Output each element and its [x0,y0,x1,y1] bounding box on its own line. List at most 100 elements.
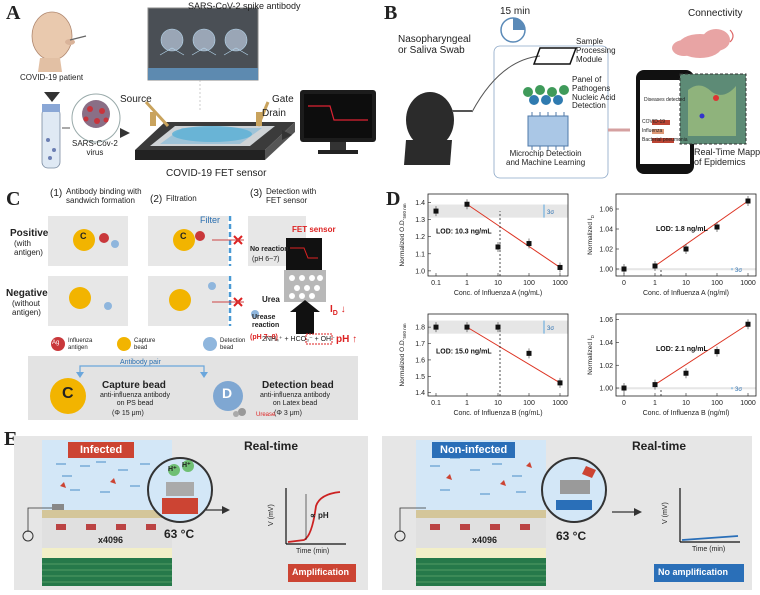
y-tick-label: 1.02 [599,247,613,254]
panel-label-b: B [384,2,398,24]
c-mark-2: C [180,231,187,241]
lod-label: LOD: 15.0 ng/mL [436,348,492,355]
temp-left: 63 °C [164,527,195,541]
x-tick-label: 10 [494,400,502,407]
x-tick-label: 10 [682,400,690,407]
legend-detection: Detection bead [220,338,246,351]
lod-label: LOD: 1.8 ng/mL [656,226,708,233]
urease-label: Urease [256,412,276,418]
ag-label: Ag [52,340,60,346]
real-time-label-right: Real-time [632,439,687,453]
step3-text: Detection with FET sensor [266,187,317,205]
h-plus-2: H⁺ [182,462,191,469]
sensor-label: COVID-19 FET sensor [166,168,267,179]
panel-a-illustration [31,7,376,169]
positive-label: Positive [10,228,49,239]
detection-size: (Φ 3 μm) [274,410,302,417]
legend-antigen: Influenza antigen [68,338,93,351]
gate-label: Gate [272,94,294,105]
y-tick-label: 1.02 [599,363,613,370]
temp-right: 63 °C [556,529,587,543]
real-time-label-left: Real-time [244,439,299,453]
y-tick-label: 1.06 [599,317,613,324]
y-tick-label: 1.00 [599,267,613,274]
panel-a: COVID-19 patient SARS-Cov-2 virus SARS-C… [0,0,380,185]
ph-label: pH ↑ [336,334,358,345]
c-large-mark: C [62,385,74,402]
monitor-icon [300,90,376,154]
no-reaction-label: No reaction [250,246,289,253]
data-point [683,246,689,252]
y-tick-label: 1.6 [415,357,425,364]
y-tick-label: 1.04 [599,227,613,234]
x-tick-label: 1000 [552,280,568,287]
lod-label: LOD: 10.3 ng/mL [436,228,492,235]
data-point [495,244,501,250]
x-tick-label: 1000 [740,280,756,287]
clock-icon [500,17,526,43]
x-tick-label: 100 [711,280,723,287]
amplification-label: Amplification [292,567,350,577]
x-tick-label: 0.1 [431,280,441,287]
phone-item-1: COVID-19 [642,119,666,125]
step2-text: Filtration [166,194,197,203]
data-point [557,264,563,270]
step1-num: (1) [50,188,63,199]
noninfected-signal-chart [679,488,740,543]
time-axis-left: Time (min) [296,548,330,555]
data-point [652,263,658,269]
fet-sensor-label: FET sensor [292,225,336,234]
sigma-label: 3σ [735,268,742,274]
x-tick-label: 1 [465,280,469,287]
urea-label: Urea [262,295,280,304]
x-tick-label: 0 [622,280,626,287]
y-tick-label: 1.04 [599,340,613,347]
lod-label: LOD: 2.1 ng/mL [656,346,708,353]
y-tick-label: 1.4 [415,200,425,207]
sample-module-label: Sample Processing Module [576,37,616,64]
antibody-pair-label: Antibody pair [120,359,161,366]
sigma-band [428,204,568,218]
x-axis-label: Conc. of Influenza A (ng/mL) [454,290,542,297]
phone-title: Diseases detected [644,97,686,103]
sigma-label: 3σ [735,387,742,393]
data-point [745,198,751,204]
chart-frame [615,193,757,277]
fit-line [654,323,749,386]
fit-line [654,200,749,267]
arrow-down-icon [44,92,60,102]
x-tick-label: 100 [711,400,723,407]
panel-b: Nasopharyngeal or Saliva Swab 15 min Sam… [380,0,760,185]
y-tick-label: 1.2 [415,234,425,241]
panel-e: Infected Non-infected Real-time Real-tim… [0,436,760,590]
chart-frame [615,313,757,397]
panel-e-illustration [14,436,752,590]
data-point [621,266,627,272]
virus-icon [71,93,121,143]
data-point [433,208,439,214]
virus-label: SARS-Cov-2 virus [72,139,118,157]
x-tick-label: 1000 [552,400,568,407]
negative-sub: (without antigen) [12,299,41,317]
panel-c-illustration [28,216,358,420]
detection-desc: anti-influenza antibody on Latex bead [260,392,331,407]
y-axis-label: Normalized ID [587,214,595,254]
capture-size: (Φ 15 μm) [112,410,144,417]
h-plus-1: H⁺ [168,466,177,473]
mapping-label: Real-Time Mapping of Epidemics [694,147,760,167]
y-tick-label: 1.1 [415,251,425,258]
data-point [683,370,689,376]
fet-device [135,100,295,160]
panel-b-illustration [404,17,747,179]
sample-tube-icon [41,104,61,169]
panel-label-a: A [6,2,21,24]
capture-desc: anti-influenza antibody on PS bead [100,392,171,407]
no-amplification-label: No amplification [658,567,729,577]
data-point [464,324,470,330]
time-label: 15 min [500,6,531,17]
data-point [526,241,532,247]
y-axis-label: Normalized O.D.560 nm [399,203,407,266]
data-point [433,324,439,330]
large-capture-bead-icon [50,378,86,414]
